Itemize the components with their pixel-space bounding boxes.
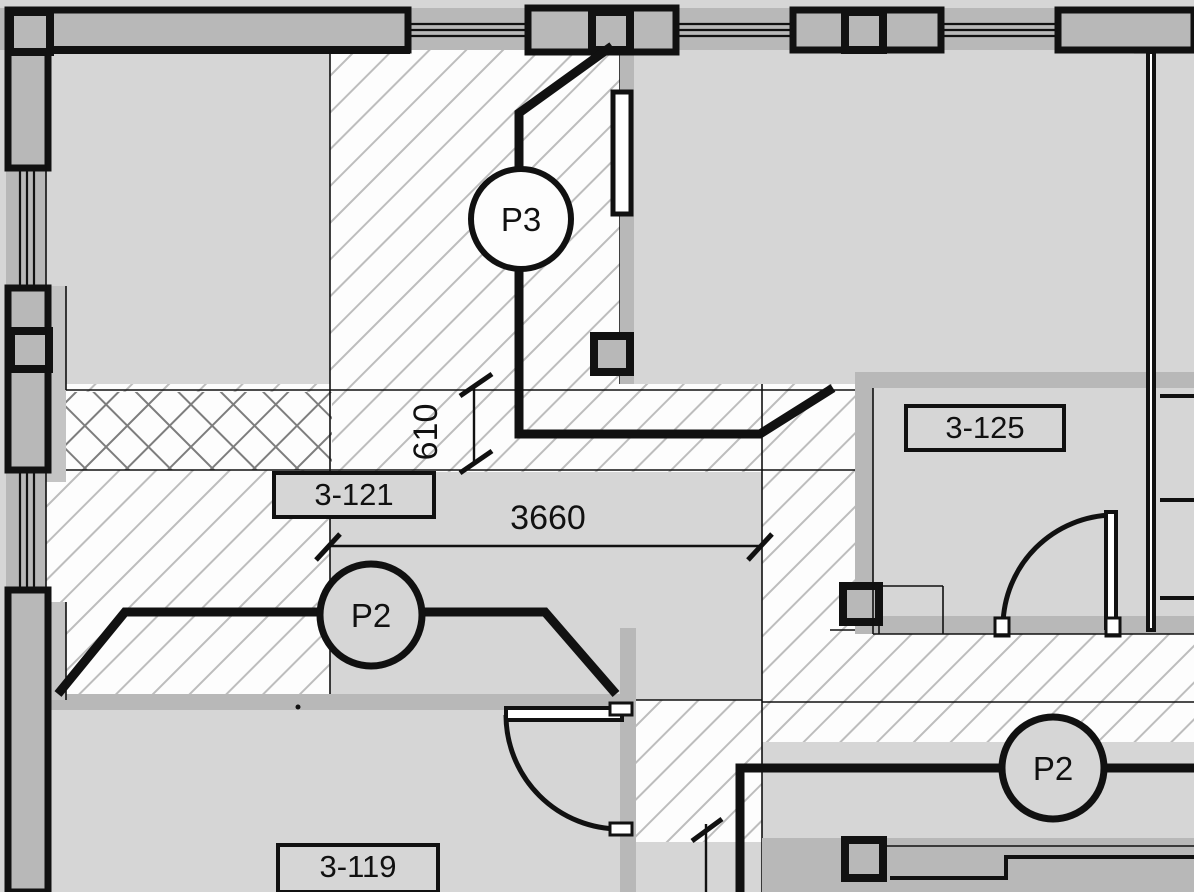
curtain-panel-left-3: [4, 586, 52, 892]
bubble-p3-circle[interactable]: [468, 166, 574, 272]
hatch-zone-bottom-right-strip: [762, 700, 1194, 742]
room-tag-3-125[interactable]: 3-125: [904, 404, 1066, 452]
door-panel-3-125: [1104, 510, 1118, 630]
room-tag-3-121-box[interactable]: [272, 471, 436, 519]
dimension-610-tick-bottom: [458, 448, 494, 476]
bubble-p2-right-label: P2: [1033, 750, 1073, 787]
door-3-119: [503, 701, 634, 837]
dimension-3660-tick-left: [314, 532, 342, 562]
curtain-glazing-top: [410, 22, 1058, 38]
bubble-p2-left[interactable]: P2: [316, 560, 426, 670]
wall-interior-right-horizontal: [855, 372, 1194, 388]
door-jamb-3-119-a: [608, 701, 634, 717]
door-3-125: [993, 510, 1122, 638]
curtain-panel-top-1: [36, 6, 412, 54]
thin-linework: [45, 52, 1194, 892]
columns: [6, 8, 887, 882]
dimension-bottom-tick: [690, 816, 724, 844]
glass-partition-panel: [1146, 50, 1156, 632]
dimension-3660-tick-right: [746, 532, 774, 562]
door-jamb-3-125-b: [1104, 616, 1122, 638]
dimension-610-text: 610: [407, 404, 445, 461]
column-top-right: [841, 8, 887, 54]
column-interior-upper: [590, 332, 634, 376]
survey-point-dot: [295, 704, 301, 710]
column-bottom-right: [841, 836, 887, 882]
door-jamb-3-119-b: [608, 821, 634, 837]
hatch-zone-lower-right: [830, 630, 1194, 702]
bubble-p2-left-circle[interactable]: [316, 560, 426, 670]
window-sidelight-upper: [610, 89, 634, 217]
room-tag-3-125-box[interactable]: [904, 404, 1066, 452]
glass-partition-right: [1146, 50, 1194, 632]
room-tag-3-125-label: 3-125: [945, 410, 1024, 445]
wall-3-125-bottom: [855, 616, 1194, 634]
column-left-mid: [7, 327, 53, 373]
dimension-610-tick-top: [458, 371, 494, 399]
room-tag-3-119-box[interactable]: [276, 843, 440, 892]
door-arc-3-119: [503, 714, 621, 832]
column-top-mid: [588, 8, 634, 54]
column-top-left: [6, 8, 54, 56]
bottom-casework-outline: [890, 855, 1194, 880]
room-tag-3-119-label: 3-119: [320, 849, 397, 884]
bubble-p3-label: P3: [501, 201, 541, 238]
bubble-p2-right-circle[interactable]: [998, 713, 1108, 823]
crosshatch-zone-left: [46, 392, 332, 470]
room-tag-3-121[interactable]: 3-121: [272, 471, 436, 519]
dimension-610: 610: [407, 371, 494, 476]
curtain-panel-left-2: [4, 284, 52, 474]
room-tag-3-121-label: 3-121: [314, 477, 393, 512]
curtain-panel-top-4: [1054, 6, 1194, 54]
wall-bottom-band: [762, 838, 1194, 892]
dimension-3660: 3660: [314, 499, 774, 562]
bubble-p2-right[interactable]: P2: [998, 713, 1108, 823]
door-jamb-3-125-a: [993, 616, 1011, 638]
door-arc-3-125: [1000, 512, 1114, 626]
room-tag-3-119[interactable]: 3-119: [276, 843, 440, 892]
wall-interior-right-vertical: [855, 372, 873, 634]
curtain-glazing-left: [18, 170, 36, 590]
curtain-wall-left: [4, 6, 52, 892]
partition-leader-p3: [514, 42, 836, 439]
dimension-partial-bottom: [690, 816, 724, 892]
dimension-3660-text: 3660: [510, 499, 586, 537]
wall-3-119-right-vertical: [620, 628, 636, 892]
door-panel-3-119: [504, 706, 624, 722]
wall-mid-horizontal: [46, 694, 634, 710]
bubble-p2-left-label: P2: [351, 597, 391, 634]
bubble-p3[interactable]: P3: [468, 166, 574, 272]
